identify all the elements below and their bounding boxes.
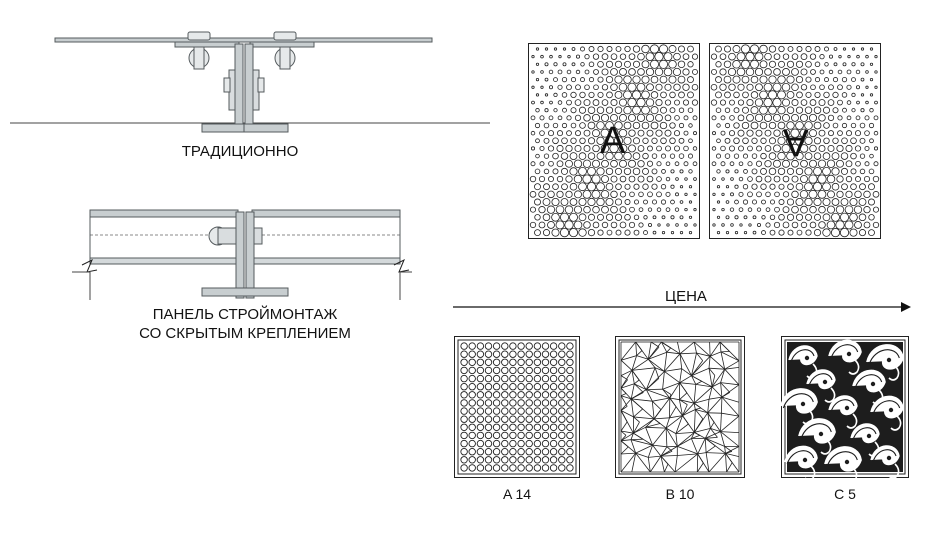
traditional-mount-drawing [10, 31, 490, 133]
panel-label-b10: B 10 [665, 486, 695, 502]
circle-grid [460, 342, 574, 472]
price-label: ЦЕНА [665, 288, 707, 305]
panel-letter-a: A [600, 120, 626, 162]
perforated-panel-letter-a [528, 43, 700, 239]
panel-b10-triangular-mesh [615, 336, 745, 478]
perforation-holes [710, 44, 880, 238]
panel-letter-a-inverted: A [783, 121, 809, 163]
panel-inner-frame [457, 339, 577, 475]
panel-label-a14: A 14 [502, 486, 532, 502]
panel-inner-frame [618, 339, 742, 475]
hidden-mount-drawing [72, 209, 412, 300]
price-arrow [453, 302, 911, 312]
triangle-mesh [620, 341, 740, 473]
panel-label-c5: C 5 [834, 486, 856, 502]
panel-c5-floral-ornament [780, 336, 909, 483]
floral-ornament [780, 339, 904, 483]
hidden-caption-line2: СО СКРЫТЫМ КРЕПЛЕНИЕМ [139, 325, 351, 342]
hidden-caption: ПАНЕЛЬ СТРОЙМОНТАЖ СО СКРЫТЫМ КРЕПЛЕНИЕМ [110, 305, 380, 343]
perforation-holes [529, 44, 699, 238]
perforated-panel-letter-a-inverted [709, 43, 881, 239]
hidden-caption-line1: ПАНЕЛЬ СТРОЙМОНТАЖ [152, 306, 338, 323]
traditional-caption: ТРАДИЦИОННО [181, 143, 299, 160]
panel-a14-circle-grid [454, 336, 580, 478]
panel-frame [454, 336, 580, 478]
